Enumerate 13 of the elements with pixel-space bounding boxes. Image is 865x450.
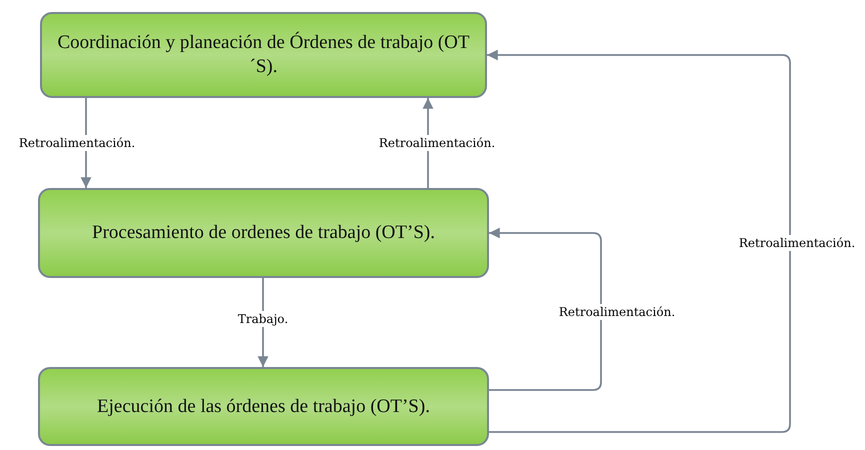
edge-label: Retroalimentación. (378, 135, 496, 151)
box-text: Coordinación y planeación de Órdenes de trabajo (OT´S). (56, 31, 471, 79)
process-box (38, 367, 489, 446)
edge-label: Trabajo. (238, 311, 288, 327)
box-text: Ejecución de las órdenes de trabajo (OT’S). (96, 394, 431, 418)
arrow (487, 50, 791, 433)
edge-label: Retroalimentación. (18, 135, 136, 151)
edge-label: Retroalimentación. (738, 235, 856, 251)
edge-label: Retroalimentación. (558, 304, 676, 320)
box-text: Procesamiento de ordenes de trabajo (OT’S). (91, 221, 436, 245)
process-box (38, 188, 489, 278)
process-box (40, 12, 487, 98)
arrow (489, 228, 602, 391)
